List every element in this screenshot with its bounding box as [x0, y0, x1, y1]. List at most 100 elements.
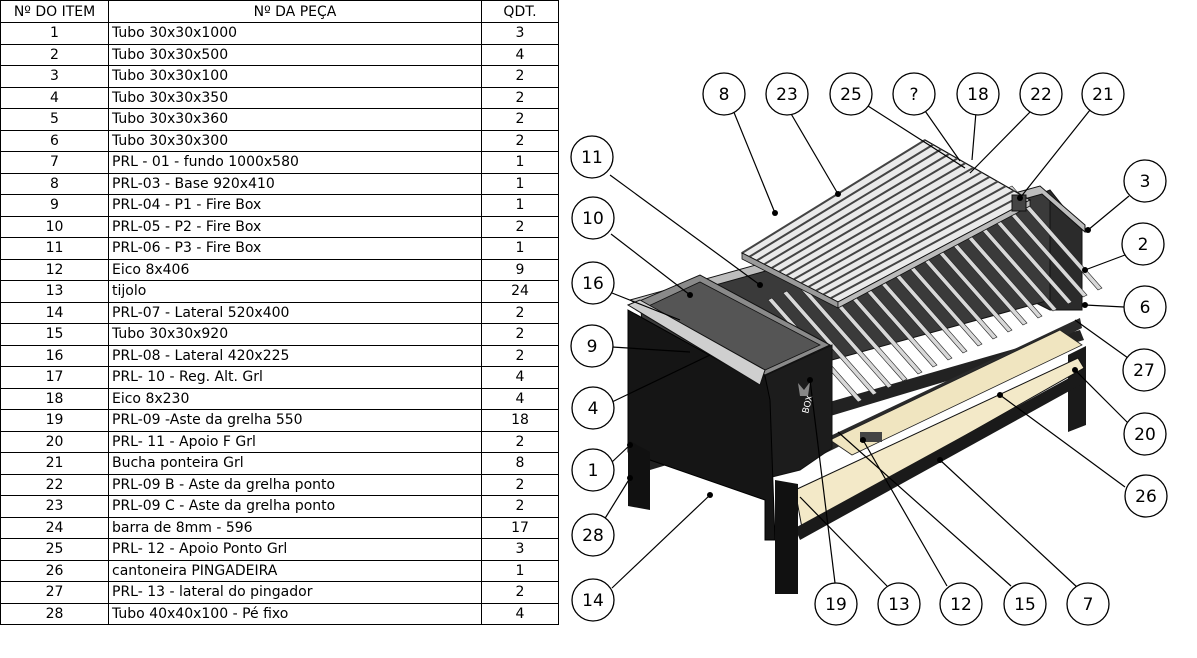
- balloon-circle: [1121, 222, 1165, 266]
- balloon-12: 12: [939, 582, 983, 626]
- part-name-cell: tijolo: [108, 280, 482, 303]
- item-number-cell: 20: [0, 430, 109, 453]
- bottom-shelf-front-rail: [795, 372, 1082, 540]
- balloon-1: 1: [571, 448, 615, 492]
- grate-bar: [815, 185, 1007, 292]
- balloon-circle: [571, 513, 615, 557]
- balloon-label: 27: [1133, 361, 1155, 381]
- quantity-cell: 9: [481, 258, 559, 281]
- grate-bar: [771, 157, 958, 269]
- item-number-cell: 24: [0, 516, 109, 539]
- balloon-label: 28: [582, 526, 604, 546]
- grate-bar: [807, 180, 999, 288]
- balloon-circle: [1124, 474, 1168, 518]
- balloon-19: 19: [814, 582, 858, 626]
- balloon-3: 3: [1123, 159, 1167, 203]
- quantity-cell: 2: [481, 108, 559, 131]
- balloon-circle: [1123, 412, 1167, 456]
- part-name-cell: Tubo 30x30x1000: [108, 22, 482, 45]
- balloon-9: 9: [570, 324, 614, 368]
- balloon-circle: [571, 196, 615, 240]
- part-name-cell: PRL-04 - P1 - Fire Box: [108, 194, 482, 217]
- part-name-cell: cantoneira PINGADEIRA: [108, 559, 482, 582]
- balloon-6: 6: [1123, 285, 1167, 329]
- balloon-label: 3: [1140, 172, 1151, 192]
- item-number-cell: 10: [0, 215, 109, 238]
- header-part-number: Nº DA PEÇA: [108, 0, 482, 23]
- item-number-cell: 27: [0, 581, 109, 604]
- quantity-cell: 4: [481, 602, 559, 625]
- balloon-7: 7: [1066, 582, 1110, 626]
- part-name-cell: Eico 8x230: [108, 387, 482, 410]
- barbecue-assembly: BOX: [626, 139, 1103, 594]
- balloon-label: 20: [1134, 425, 1156, 445]
- balloon-28: 28: [571, 513, 615, 557]
- balloon-circle: [1066, 582, 1110, 626]
- left-handle-rail: [626, 299, 766, 386]
- quantity-cell: 2: [481, 344, 559, 367]
- balloon-label: 4: [588, 399, 599, 419]
- balloon-20: 20: [1123, 412, 1167, 456]
- item-number-cell: 9: [0, 194, 109, 217]
- balloon-label: 2: [1138, 235, 1149, 255]
- balloon-2: 2: [1121, 222, 1165, 266]
- quantity-cell: 2: [481, 495, 559, 518]
- item-number-cell: 16: [0, 344, 109, 367]
- item-number-cell: 17: [0, 366, 109, 389]
- grate-bar: [756, 148, 942, 262]
- table-header-row: Nº DO ITEM Nº DA PEÇA QDT.: [0, 0, 559, 23]
- quantity-cell: 1: [481, 194, 559, 217]
- item-number-cell: 8: [0, 172, 109, 195]
- balloon-label: 21: [1092, 85, 1114, 105]
- part-name-cell: Tubo 30x30x360: [108, 108, 482, 131]
- part-name-cell: PRL-07 - Lateral 520x400: [108, 301, 482, 324]
- balloon-label: 1: [588, 461, 599, 481]
- balloon-label: 18: [967, 85, 989, 105]
- balloon-21: 21: [1081, 72, 1125, 116]
- part-name-cell: barra de 8mm - 596: [108, 516, 482, 539]
- item-number-cell: 13: [0, 280, 109, 303]
- quantity-cell: 1: [481, 237, 559, 260]
- balloon-circle: [1123, 285, 1167, 329]
- quantity-cell: 2: [481, 65, 559, 88]
- part-name-cell: PRL-05 - P2 - Fire Box: [108, 215, 482, 238]
- part-name-cell: Tubo 30x30x920: [108, 323, 482, 346]
- item-number-cell: 5: [0, 108, 109, 131]
- balloon-circle: [877, 582, 921, 626]
- firebox-floor: [829, 329, 1083, 456]
- part-name-cell: PRL-08 - Lateral 420x225: [108, 344, 482, 367]
- balloon-8: 8: [702, 72, 746, 116]
- balloon-label: 6: [1140, 298, 1151, 318]
- quantity-cell: 17: [481, 516, 559, 539]
- item-number-cell: 6: [0, 129, 109, 152]
- balloon-25: 25: [829, 72, 873, 116]
- part-name-cell: Tubo 30x30x350: [108, 86, 482, 109]
- part-name-cell: Tubo 30x30x500: [108, 43, 482, 66]
- quantity-cell: 2: [481, 129, 559, 152]
- balloon-circle: [1123, 159, 1167, 203]
- quantity-cell: 3: [481, 538, 559, 561]
- balloon-circle: [956, 72, 1000, 116]
- part-name-cell: Eico 8x406: [108, 258, 482, 281]
- balloon-circle: [829, 72, 873, 116]
- grill-grate: [740, 139, 1032, 309]
- quantity-cell: 1: [481, 559, 559, 582]
- bottom-shelf: [794, 357, 1085, 529]
